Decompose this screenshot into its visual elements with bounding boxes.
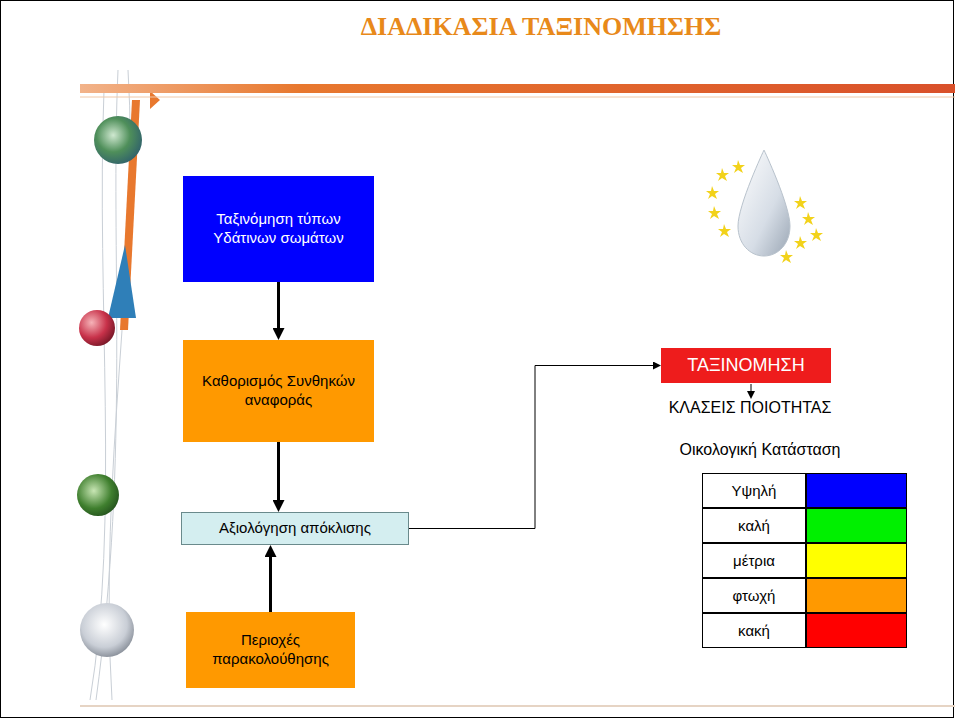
legend-swatch: [806, 613, 907, 648]
legend-row: καλή: [702, 508, 907, 543]
process-box: Καθορισμός Συνθηκών αναφοράς: [183, 340, 374, 442]
eu-water-drop: [706, 150, 823, 263]
input-box: Περιοχές παρακολούθησης: [186, 612, 355, 688]
title-marker: [150, 91, 160, 109]
legend-row: φτωχή: [702, 578, 907, 613]
quality-classes-table: Υψηλήκαλήμέτριαφτωχήκακή: [702, 473, 907, 648]
legend-text: κακή: [702, 613, 806, 648]
legend-swatch: [806, 508, 907, 543]
legend-row: μέτρια: [702, 543, 907, 578]
header-rule: [80, 97, 955, 98]
blue-wedge: [108, 245, 136, 318]
legend-text: Υψηλή: [702, 473, 806, 508]
slide-title: ΔΙΑΔΙΚΑΣΙΑ ΤΑΞΙΝΟΜΗΣΗΣ: [0, 12, 955, 42]
classes-heading: ΚΛΑΣΕΙΣ ΠΟΙΟΤΗΤΑΣ: [650, 399, 850, 417]
flow-arrow: [409, 366, 655, 529]
legend-swatch: [806, 543, 907, 578]
legend-text: μέτρια: [702, 543, 806, 578]
classes-subheading: Οικολογική Κατάσταση: [650, 441, 870, 459]
legend-text: φτωχή: [702, 578, 806, 613]
photo-circle: [94, 116, 142, 164]
flow-arrow: [277, 442, 280, 504]
box-label: Ταξινόμηση τύπων Υδάτινων σωμάτων: [191, 210, 366, 248]
legend-swatch: [806, 578, 907, 613]
photo-circle: [80, 603, 134, 657]
photo-circle: [79, 310, 115, 346]
process-box: Ταξινόμηση τύπων Υδάτινων σωμάτων: [183, 176, 374, 282]
leader-arrow: [747, 384, 755, 399]
flow-arrow: [277, 282, 280, 332]
legend-row: Υψηλή: [702, 473, 907, 508]
result-box: ΤΑΞΙΝΟΜΗΣΗ: [661, 348, 831, 383]
flow-arrow: [269, 553, 272, 612]
box-label: Αξιολόγηση απόκλισης: [219, 519, 371, 538]
legend-text: καλή: [702, 508, 806, 543]
box-label: ΤΑΞΙΝΟΜΗΣΗ: [687, 354, 804, 377]
header-bar: [80, 84, 955, 93]
photo-circle: [77, 474, 119, 516]
box-label: Περιοχές παρακολούθησης: [194, 631, 347, 669]
footer-rule: [80, 705, 955, 707]
legend-swatch: [806, 473, 907, 508]
evaluation-box: Αξιολόγηση απόκλισης: [181, 512, 409, 545]
legend-row: κακή: [702, 613, 907, 648]
box-label: Καθορισμός Συνθηκών αναφοράς: [191, 372, 366, 410]
